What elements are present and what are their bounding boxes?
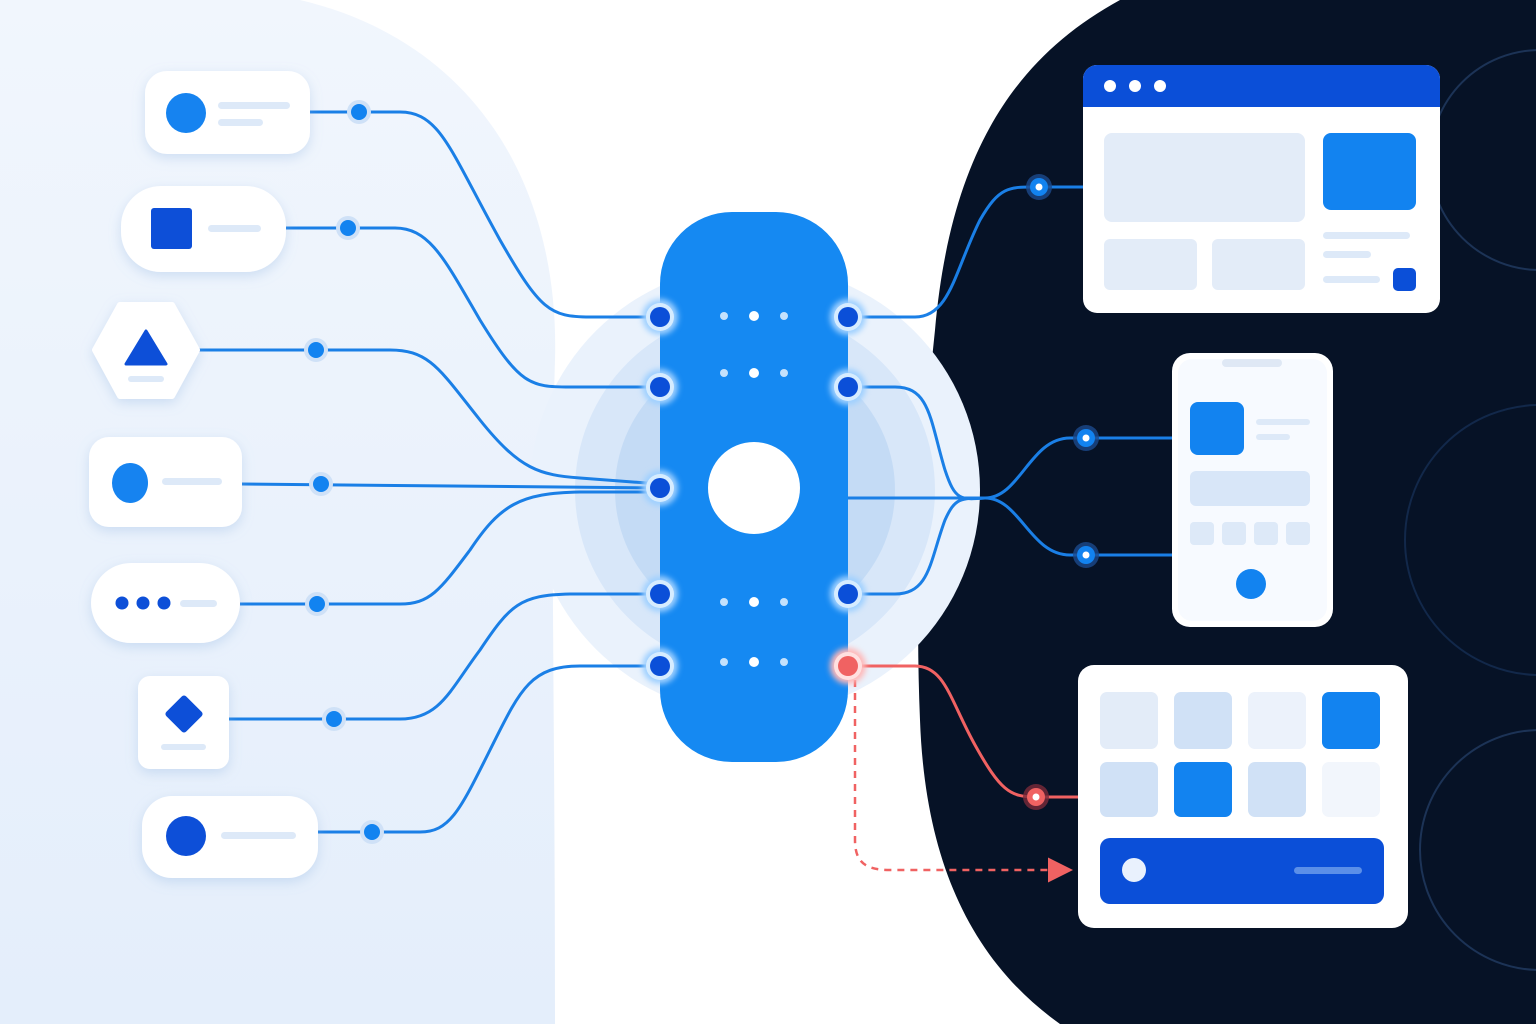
tile bbox=[1248, 692, 1306, 749]
source-card-dots[interactable] bbox=[91, 563, 240, 643]
source-card-circle[interactable] bbox=[145, 71, 310, 154]
source-card-triangle[interactable] bbox=[92, 302, 200, 399]
right-connector-dots bbox=[1023, 174, 1099, 810]
hub-port-left bbox=[642, 470, 678, 506]
hub-port-right bbox=[830, 299, 866, 335]
circle-icon bbox=[166, 93, 206, 133]
source-card-half-circle[interactable] bbox=[89, 437, 242, 527]
phone-notch bbox=[1222, 359, 1282, 367]
tile bbox=[1222, 522, 1246, 545]
text-placeholder bbox=[218, 102, 290, 109]
square-icon bbox=[151, 208, 192, 249]
target-mobile-phone[interactable] bbox=[1172, 353, 1333, 627]
text-placeholder bbox=[1256, 434, 1290, 440]
dot-icon bbox=[157, 596, 171, 610]
tile bbox=[1286, 522, 1310, 545]
integration-hub[interactable] bbox=[660, 212, 848, 762]
hub-port-error bbox=[830, 648, 866, 684]
tile bbox=[1174, 692, 1232, 749]
dot-icon bbox=[115, 596, 129, 610]
source-card-square[interactable] bbox=[121, 186, 286, 272]
source-card-diamond[interactable] bbox=[138, 676, 229, 769]
hub-port-left bbox=[642, 576, 678, 612]
connector-line bbox=[240, 490, 660, 606]
highlight-block bbox=[1323, 133, 1416, 210]
text-placeholder bbox=[1323, 251, 1371, 258]
action-button[interactable] bbox=[1236, 569, 1266, 599]
decorative-ring bbox=[1419, 729, 1536, 971]
tile bbox=[1322, 762, 1380, 817]
source-card-circle-2[interactable] bbox=[142, 796, 318, 878]
content-block bbox=[1212, 239, 1305, 290]
text-placeholder bbox=[1323, 276, 1380, 283]
dot-icon bbox=[136, 596, 150, 610]
highlight-block bbox=[1190, 402, 1244, 455]
text-placeholder bbox=[221, 832, 296, 839]
target-tablet-dashboard[interactable] bbox=[1078, 665, 1408, 928]
hub-indicator-dots bbox=[720, 311, 788, 667]
tile bbox=[1100, 762, 1158, 817]
action-bar[interactable] bbox=[1100, 838, 1384, 904]
diamond-icon bbox=[165, 695, 203, 733]
hub-port-left bbox=[642, 299, 678, 335]
error-fallback-arrow bbox=[853, 680, 1073, 883]
hub-port-left bbox=[642, 369, 678, 405]
left-connectors bbox=[198, 110, 661, 834]
action-button[interactable] bbox=[1393, 268, 1416, 291]
text-placeholder bbox=[218, 119, 263, 126]
circle-icon bbox=[166, 816, 206, 856]
connector-line bbox=[285, 226, 660, 389]
tile bbox=[1248, 762, 1306, 817]
toggle-knob-icon bbox=[1122, 858, 1146, 882]
window-dot-icon bbox=[1129, 80, 1141, 92]
hub-port-right bbox=[830, 576, 866, 612]
decorative-ring bbox=[1404, 404, 1536, 676]
hub-port-left bbox=[642, 648, 678, 684]
hub-center-node bbox=[708, 442, 800, 534]
connector-line bbox=[198, 348, 661, 486]
content-block bbox=[1104, 239, 1197, 290]
target-desktop-window[interactable] bbox=[1083, 65, 1440, 313]
tile-active bbox=[1174, 762, 1232, 817]
tile-active bbox=[1322, 692, 1380, 749]
text-placeholder bbox=[1294, 867, 1362, 874]
tile bbox=[1100, 692, 1158, 749]
source-cards bbox=[89, 71, 318, 878]
connector-line bbox=[984, 436, 1175, 500]
tile bbox=[1190, 522, 1214, 545]
connector-line bbox=[848, 185, 1085, 319]
text-placeholder bbox=[1323, 232, 1410, 239]
text-placeholder bbox=[161, 744, 206, 750]
text-placeholder bbox=[208, 225, 261, 232]
text-placeholder bbox=[128, 376, 164, 382]
hub-port-right bbox=[830, 369, 866, 405]
triangle-icon bbox=[124, 329, 168, 366]
connector-line bbox=[228, 592, 660, 721]
connector-line bbox=[310, 110, 660, 319]
window-titlebar bbox=[1083, 65, 1440, 107]
window-dot-icon bbox=[1154, 80, 1166, 92]
left-connector-dots bbox=[304, 100, 384, 844]
window-dot-icon bbox=[1104, 80, 1116, 92]
text-placeholder bbox=[162, 478, 222, 485]
connector-line bbox=[318, 664, 660, 834]
tile bbox=[1254, 522, 1278, 545]
hub-ports bbox=[642, 299, 866, 684]
error-connector-line bbox=[848, 664, 1080, 799]
text-placeholder bbox=[1256, 419, 1310, 425]
connector-line bbox=[984, 496, 1175, 557]
text-placeholder bbox=[180, 600, 217, 607]
half-circle-icon bbox=[112, 463, 148, 503]
content-block bbox=[1190, 471, 1310, 506]
content-block bbox=[1104, 133, 1305, 222]
right-connectors bbox=[848, 185, 1175, 883]
